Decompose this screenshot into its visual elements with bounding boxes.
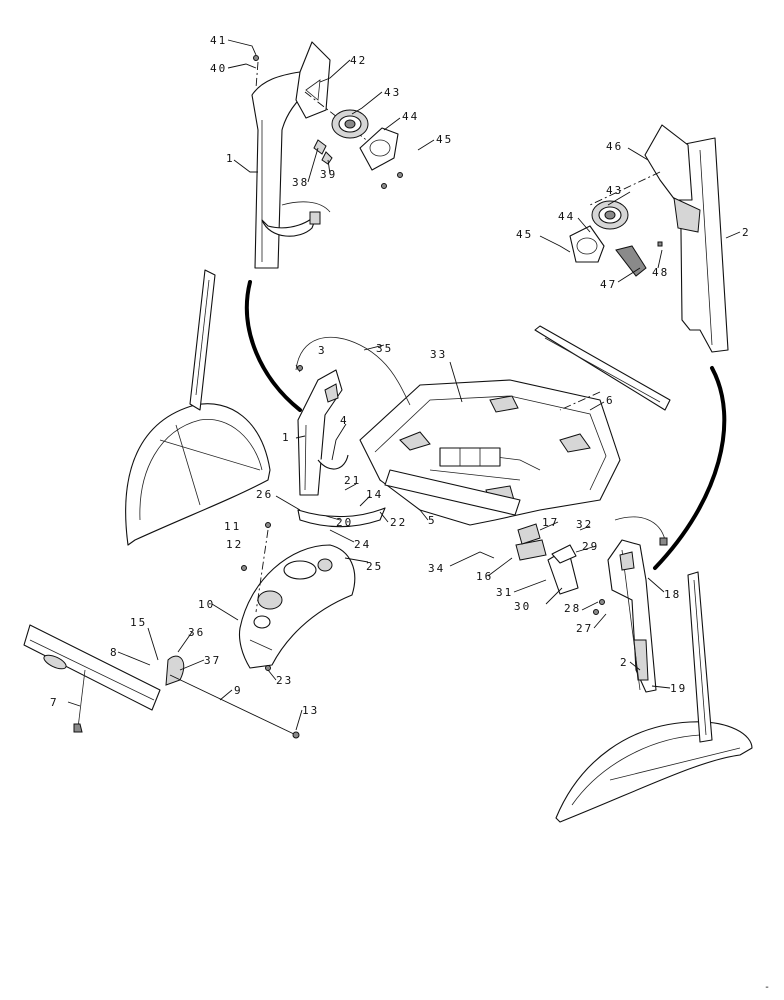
callout-42: 42 [350, 54, 367, 67]
callout-5: 5 [428, 514, 437, 527]
callout-3: 3 [318, 344, 327, 357]
screw-11 [265, 522, 271, 528]
callout-4: 4 [340, 414, 349, 427]
callout-2-lower: 2 [620, 656, 629, 669]
callout-11: 11 [224, 520, 241, 533]
callout-45-right: 45 [516, 228, 533, 241]
callout-6: 6 [606, 394, 615, 407]
callout-32: 32 [576, 518, 593, 531]
callout-13: 13 [302, 704, 319, 717]
corner-mark: - [764, 982, 770, 993]
left-speaker-grille [359, 127, 399, 171]
screw-27 [593, 609, 599, 615]
callout-40: 40 [210, 62, 227, 75]
callout-38: 38 [292, 176, 309, 189]
callout-20: 20 [336, 516, 353, 529]
left-fender [125, 269, 271, 546]
callout-2-top: 2 [742, 226, 751, 239]
callout-7: 7 [50, 696, 59, 709]
link-arc-left [244, 280, 302, 412]
callout-12: 12 [226, 538, 243, 551]
screw-41 [253, 55, 259, 61]
callout-28: 28 [564, 602, 581, 615]
callout-39: 39 [320, 168, 337, 181]
callout-44-right: 44 [558, 210, 575, 223]
callout-47: 47 [600, 278, 617, 291]
callout-41: 41 [210, 34, 227, 47]
callout-26: 26 [256, 488, 273, 501]
connector-32 [659, 537, 668, 546]
callout-8: 8 [110, 646, 119, 659]
front-light-bar [23, 624, 161, 733]
screw-45a [397, 172, 403, 178]
screw-28 [599, 599, 605, 605]
callout-31: 31 [496, 586, 513, 599]
left-pillar [251, 41, 393, 269]
callout-45-left: 45 [436, 133, 453, 146]
axis-11-12 [255, 529, 269, 613]
callout-30: 30 [514, 600, 531, 613]
callout-33: 33 [430, 348, 447, 361]
callout-43-left: 43 [384, 86, 401, 99]
right-speaker [591, 200, 629, 230]
callout-10: 10 [198, 598, 215, 611]
right-fender [555, 571, 753, 823]
screw-3 [297, 365, 303, 371]
callout-22: 22 [390, 516, 407, 529]
callout-18: 18 [664, 588, 681, 601]
bracket-17 [517, 523, 541, 545]
left-console [238, 544, 356, 669]
clip-38 [313, 139, 327, 155]
callout-9: 9 [234, 684, 243, 697]
callout-27: 27 [576, 622, 593, 635]
callout-46: 46 [606, 140, 623, 153]
callout-37: 37 [204, 654, 221, 667]
bracket-16 [515, 539, 547, 561]
callout-21: 21 [344, 474, 361, 487]
wire-35 [295, 336, 411, 406]
callout-15: 15 [130, 616, 147, 629]
right-lower-pillar [607, 539, 657, 693]
left-inner-pillar [295, 364, 386, 528]
screw-48 [657, 241, 663, 247]
screw-12 [241, 565, 247, 571]
rod-9 [169, 674, 297, 736]
callout-14: 14 [366, 488, 383, 501]
wire-32 [614, 516, 666, 541]
callout-34: 34 [428, 562, 445, 575]
fastener-13 [292, 731, 300, 739]
callout-29: 29 [582, 540, 599, 553]
clip-39 [321, 151, 333, 165]
right-pillar [589, 124, 729, 353]
callout-16: 16 [476, 570, 493, 583]
callout-labels: 41 40 42 43 44 45 1 38 39 46 43 44 2 45 … [50, 34, 751, 717]
roof-headliner [359, 379, 621, 526]
callout-35: 35 [376, 342, 393, 355]
left-speaker [331, 109, 369, 139]
screw-45b [381, 183, 387, 189]
callout-1-lower: 1 [282, 431, 291, 444]
callout-44-left: 44 [402, 110, 419, 123]
bracket-29 [551, 544, 577, 564]
fastener-23 [265, 665, 271, 671]
callout-17: 17 [542, 516, 559, 529]
callout-1-top: 1 [226, 152, 235, 165]
callout-23: 23 [276, 674, 293, 687]
callout-25: 25 [366, 560, 383, 573]
callout-36: 36 [188, 626, 205, 639]
cable-47 [615, 245, 647, 277]
callout-43-right: 43 [606, 184, 623, 197]
leader-lines [67, 39, 741, 731]
link-arc-right [653, 366, 727, 570]
callout-48: 48 [652, 266, 669, 279]
callout-24: 24 [354, 538, 371, 551]
callout-19: 19 [670, 682, 687, 695]
right-speaker-grille [569, 225, 605, 263]
